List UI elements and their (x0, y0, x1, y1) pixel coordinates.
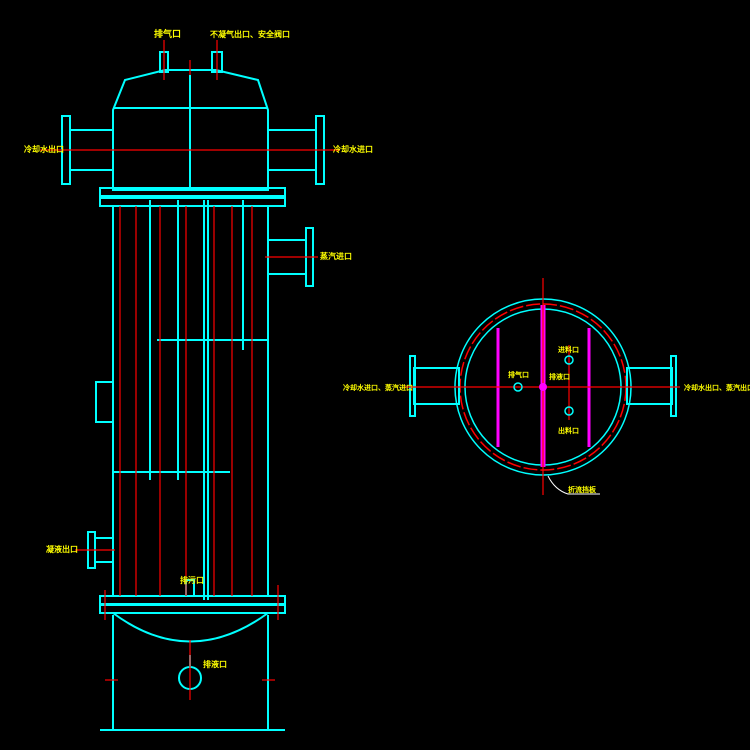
label-section-right: 冷却水出口、蒸汽出口 (684, 384, 750, 392)
bottom-tube-sheet (99, 595, 286, 605)
label-feed-out: 出料口 (558, 427, 579, 435)
label-steam-in: 蒸汽进口 (320, 252, 352, 261)
label-section-drain: 排液口 (549, 373, 570, 381)
label-bottom-drain: 排液口 (203, 660, 227, 669)
front-view (61, 51, 325, 731)
top-tube-sheet (99, 187, 286, 197)
front-centerlines (40, 40, 340, 700)
label-baffle-note: 折流挡板 (568, 486, 596, 494)
label-feed-in: 进料口 (558, 346, 579, 354)
label-inner-drain: 排污口 (180, 576, 204, 585)
label-section-vent: 排气口 (508, 371, 529, 379)
top-head (112, 69, 269, 191)
label-right-nozzle: 冷却水进口 (333, 145, 373, 154)
section-view (405, 278, 680, 495)
label-left-nozzle: 冷却水出口 (24, 145, 64, 154)
label-condensate-out: 凝液出口 (46, 545, 78, 554)
bottom-head (112, 612, 269, 643)
label-safety-top: 不凝气出口、安全阀口 (210, 30, 290, 39)
label-vent-top: 排气口 (154, 30, 182, 40)
label-section-left: 冷却水进口、蒸汽进口 (343, 384, 413, 392)
